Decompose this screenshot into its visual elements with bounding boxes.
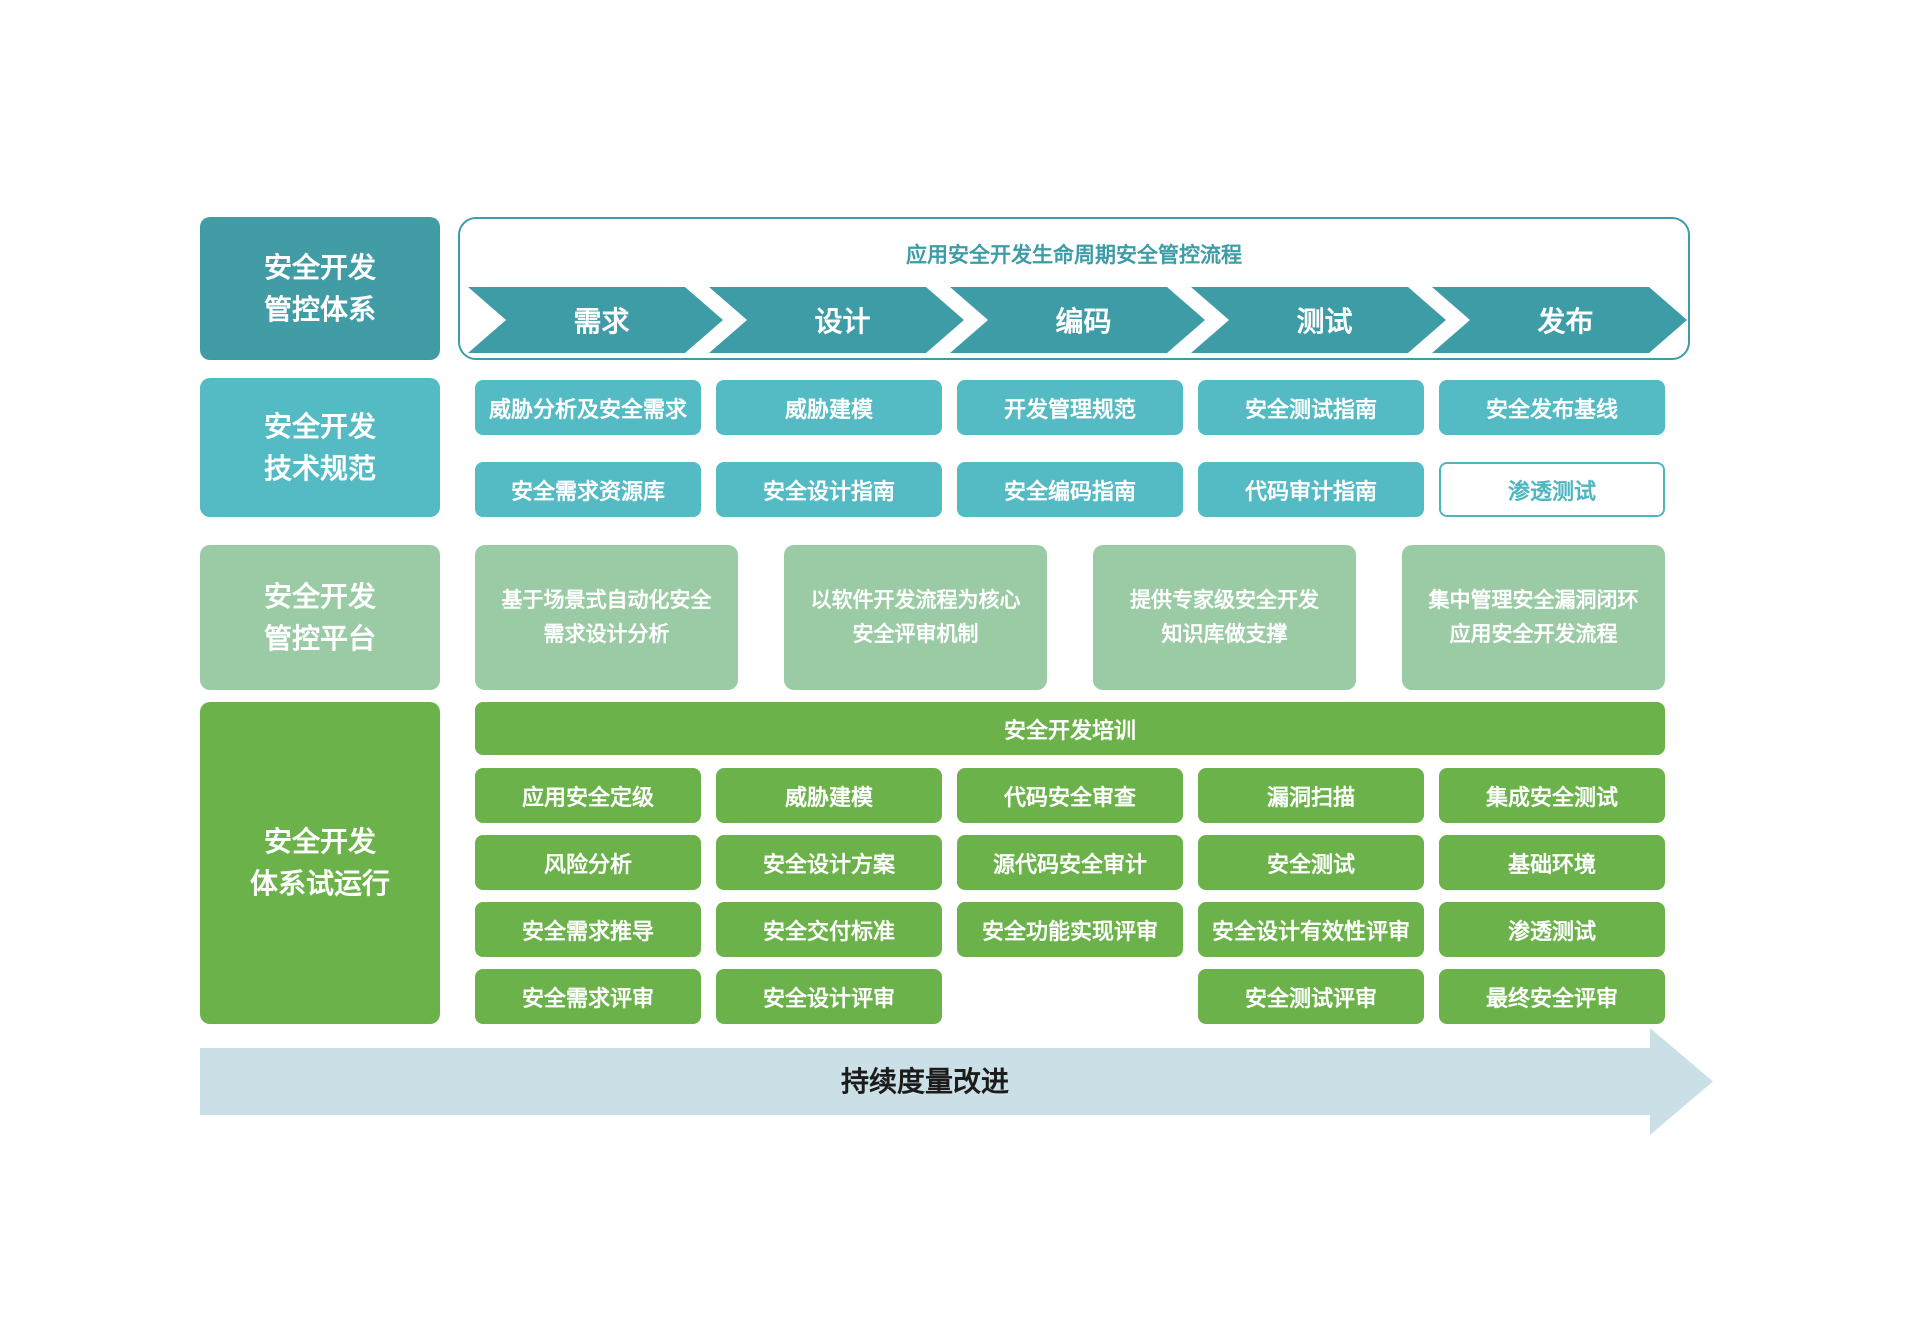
training-bar: 安全开发培训 <box>475 702 1665 755</box>
pilot-cell: 安全设计方案 <box>716 835 942 890</box>
sdlc-stage-row: 需求 设计 编码 测试 发布 <box>460 287 1688 353</box>
stage-chevron-design: 设计 <box>709 287 964 353</box>
standard-cell: 安全编码指南 <box>957 462 1183 517</box>
pilot-cell: 应用安全定级 <box>475 768 701 823</box>
pilot-cell: 安全功能实现评审 <box>957 902 1183 957</box>
pilot-cell: 源代码安全审计 <box>957 835 1183 890</box>
pilot-row-3: 安全需求推导 安全交付标准 安全功能实现评审 安全设计有效性评审 渗透测试 <box>475 902 1665 957</box>
continuous-improvement-label: 持续度量改进 <box>840 1066 1009 1097</box>
standard-cell: 安全需求资源库 <box>475 462 701 517</box>
pilot-cell: 安全设计有效性评审 <box>1198 902 1424 957</box>
pilot-cell: 最终安全评审 <box>1439 969 1665 1024</box>
pilot-cell: 安全需求推导 <box>475 902 701 957</box>
pilot-row-2: 风险分析 安全设计方案 源代码安全审计 安全测试 基础环境 <box>475 835 1665 890</box>
platform-row: 基于场景式自动化安全 需求设计分析 以软件开发流程为核心 安全评审机制 提供专家… <box>475 545 1665 690</box>
pilot-cell: 漏洞扫描 <box>1198 768 1424 823</box>
section-label-platform: 安全开发 管控平台 <box>200 545 440 690</box>
continuous-improvement-arrow: 持续度量改进 <box>200 1028 1713 1135</box>
standards-row-1: 威胁分析及安全需求 威胁建模 开发管理规范 安全测试指南 安全发布基线 <box>475 380 1665 435</box>
standard-cell-penetration-test: 渗透测试 <box>1439 462 1665 517</box>
standard-cell: 安全设计指南 <box>716 462 942 517</box>
standard-cell: 威胁建模 <box>716 380 942 435</box>
platform-cell: 提供专家级安全开发 知识库做支撑 <box>1093 545 1356 690</box>
section-label-pilot: 安全开发 体系试运行 <box>200 702 440 1024</box>
standard-cell: 安全发布基线 <box>1439 380 1665 435</box>
stage-chevron-release: 发布 <box>1432 287 1687 353</box>
platform-cell: 以软件开发流程为核心 安全评审机制 <box>784 545 1047 690</box>
platform-cell: 集中管理安全漏洞闭环 应用安全开发流程 <box>1402 545 1665 690</box>
pilot-cell: 安全测试评审 <box>1198 969 1424 1024</box>
stage-chevron-requirements: 需求 <box>468 287 723 353</box>
standards-row-2: 安全需求资源库 安全设计指南 安全编码指南 代码审计指南 渗透测试 <box>475 462 1665 517</box>
pilot-cell: 风险分析 <box>475 835 701 890</box>
stage-chevron-coding: 编码 <box>950 287 1205 353</box>
sdlc-flow-title: 应用安全开发生命周期安全管控流程 <box>906 244 1242 267</box>
platform-cell: 基于场景式自动化安全 需求设计分析 <box>475 545 738 690</box>
pilot-cell: 集成安全测试 <box>1439 768 1665 823</box>
standard-cell: 开发管理规范 <box>957 380 1183 435</box>
pilot-cell: 渗透测试 <box>1439 902 1665 957</box>
pilot-cell: 威胁建模 <box>716 768 942 823</box>
section-label-governance: 安全开发 管控体系 <box>200 217 440 360</box>
standard-cell: 安全测试指南 <box>1198 380 1424 435</box>
pilot-cell: 安全交付标准 <box>716 902 942 957</box>
sdlc-flow-box: 应用安全开发生命周期安全管控流程 需求 设计 编码 测试 发布 <box>458 217 1690 360</box>
standard-cell: 代码审计指南 <box>1198 462 1424 517</box>
pilot-cell: 安全需求评审 <box>475 969 701 1024</box>
pilot-row-4: 安全需求评审 安全设计评审 安全测试评审 最终安全评审 <box>475 969 1665 1024</box>
standard-cell: 威胁分析及安全需求 <box>475 380 701 435</box>
pilot-cell: 安全设计评审 <box>716 969 942 1024</box>
pilot-row-1: 应用安全定级 威胁建模 代码安全审查 漏洞扫描 集成安全测试 <box>475 768 1665 823</box>
pilot-cell: 基础环境 <box>1439 835 1665 890</box>
stage-chevron-testing: 测试 <box>1191 287 1446 353</box>
pilot-cell: 代码安全审查 <box>957 768 1183 823</box>
section-label-standards: 安全开发 技术规范 <box>200 378 440 517</box>
pilot-cell: 安全测试 <box>1198 835 1424 890</box>
